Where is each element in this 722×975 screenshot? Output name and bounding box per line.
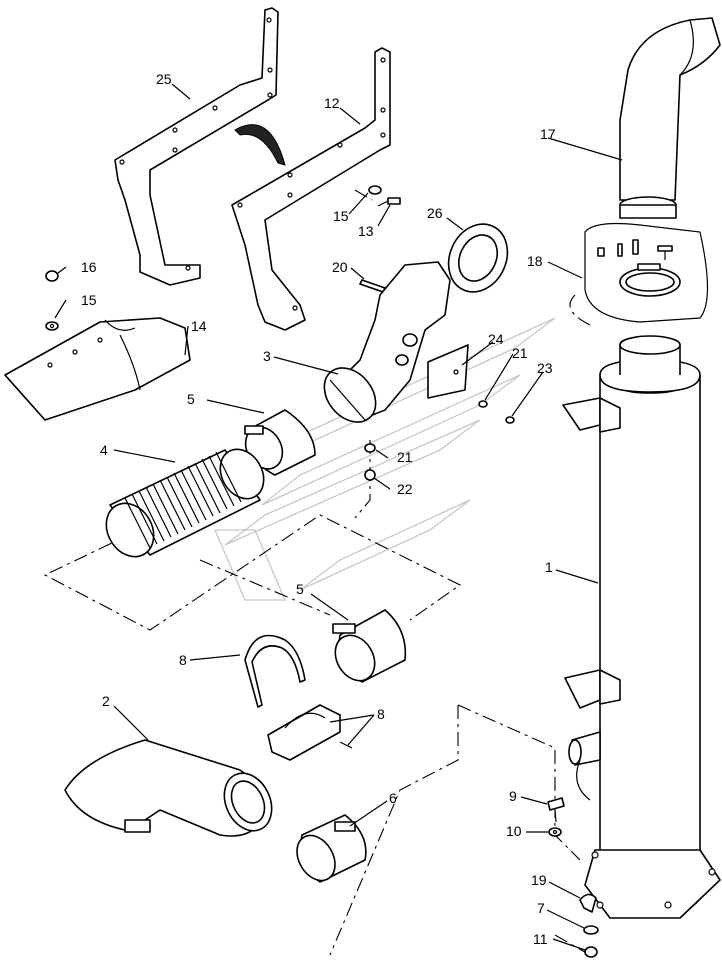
washer-part-10 <box>548 827 562 837</box>
callout-12: 12 <box>324 95 340 111</box>
washer-part-21-right <box>478 400 488 408</box>
bolt-part-20 <box>359 279 386 293</box>
callout-15-upper: 15 <box>333 208 349 224</box>
saddle-part-8 <box>267 704 353 761</box>
callout-15-lower: 15 <box>81 292 97 308</box>
callout-24: 24 <box>488 331 504 347</box>
callout-25: 25 <box>156 71 172 87</box>
callout-labels: 25 12 17 18 26 20 15 13 16 15 14 3 24 21… <box>81 71 556 947</box>
shield-part-24 <box>427 344 469 399</box>
callout-18: 18 <box>527 253 543 269</box>
callout-19: 19 <box>531 872 547 888</box>
callout-14: 14 <box>191 318 207 334</box>
leader-lines <box>54 83 623 951</box>
nut-part-16 <box>45 270 59 282</box>
gasket-part-26 <box>447 223 509 293</box>
curved-arrow <box>234 124 286 166</box>
callout-8-saddle: 8 <box>377 706 385 722</box>
callout-17: 17 <box>540 126 556 142</box>
callout-9: 9 <box>509 788 517 804</box>
callout-13: 13 <box>358 223 374 239</box>
bolt-part-13 <box>377 197 401 207</box>
assembly-lines <box>43 189 591 956</box>
callout-1: 1 <box>545 559 553 575</box>
elbow-pipe-part-3 <box>323 261 451 423</box>
flex-pipe-part-4 <box>105 448 265 558</box>
clamp-part-6 <box>296 814 367 883</box>
clip-part-19 <box>579 893 597 913</box>
callout-21-center: 21 <box>397 449 413 465</box>
callout-16: 16 <box>81 259 97 275</box>
bolt-part-23 <box>505 416 515 424</box>
washer-part-21-center <box>364 443 376 453</box>
washer-part-15-lower <box>45 321 59 331</box>
callout-10: 10 <box>506 823 522 839</box>
heat-shield-part-14 <box>4 317 191 421</box>
callout-22: 22 <box>397 481 413 497</box>
nut-part-11 <box>584 946 598 958</box>
clamp-kit-part-18 <box>584 222 709 323</box>
callout-7: 7 <box>537 900 545 916</box>
bracket-part-25 <box>114 7 279 286</box>
lower-elbow-part-2 <box>64 739 273 837</box>
callout-21-right: 21 <box>512 345 528 361</box>
callout-4: 4 <box>100 442 108 458</box>
callout-5-lower: 5 <box>296 581 304 597</box>
callout-2: 2 <box>102 693 110 709</box>
callout-6: 6 <box>389 790 397 806</box>
washer-part-7 <box>583 925 599 935</box>
callout-3: 3 <box>263 348 271 364</box>
bolt-part-9 <box>547 797 565 823</box>
callout-23: 23 <box>537 360 553 376</box>
clamp-part-5-lower <box>332 609 407 683</box>
callout-26: 26 <box>427 205 443 221</box>
u-bolt-part-8 <box>244 634 306 708</box>
callout-20: 20 <box>332 259 348 275</box>
muffler-part-1 <box>562 335 721 919</box>
callout-11: 11 <box>533 931 548 947</box>
callout-5-upper: 5 <box>187 391 195 407</box>
bracket-part-12 <box>231 47 391 331</box>
nut-part-22 <box>364 469 376 481</box>
callout-8-ubolt: 8 <box>179 652 187 668</box>
stack-tip-part-17 <box>619 17 721 219</box>
washer-part-15-upper <box>368 185 382 195</box>
clamp-part-5-upper <box>244 409 316 476</box>
flex-pipe-corrugations <box>124 451 242 549</box>
